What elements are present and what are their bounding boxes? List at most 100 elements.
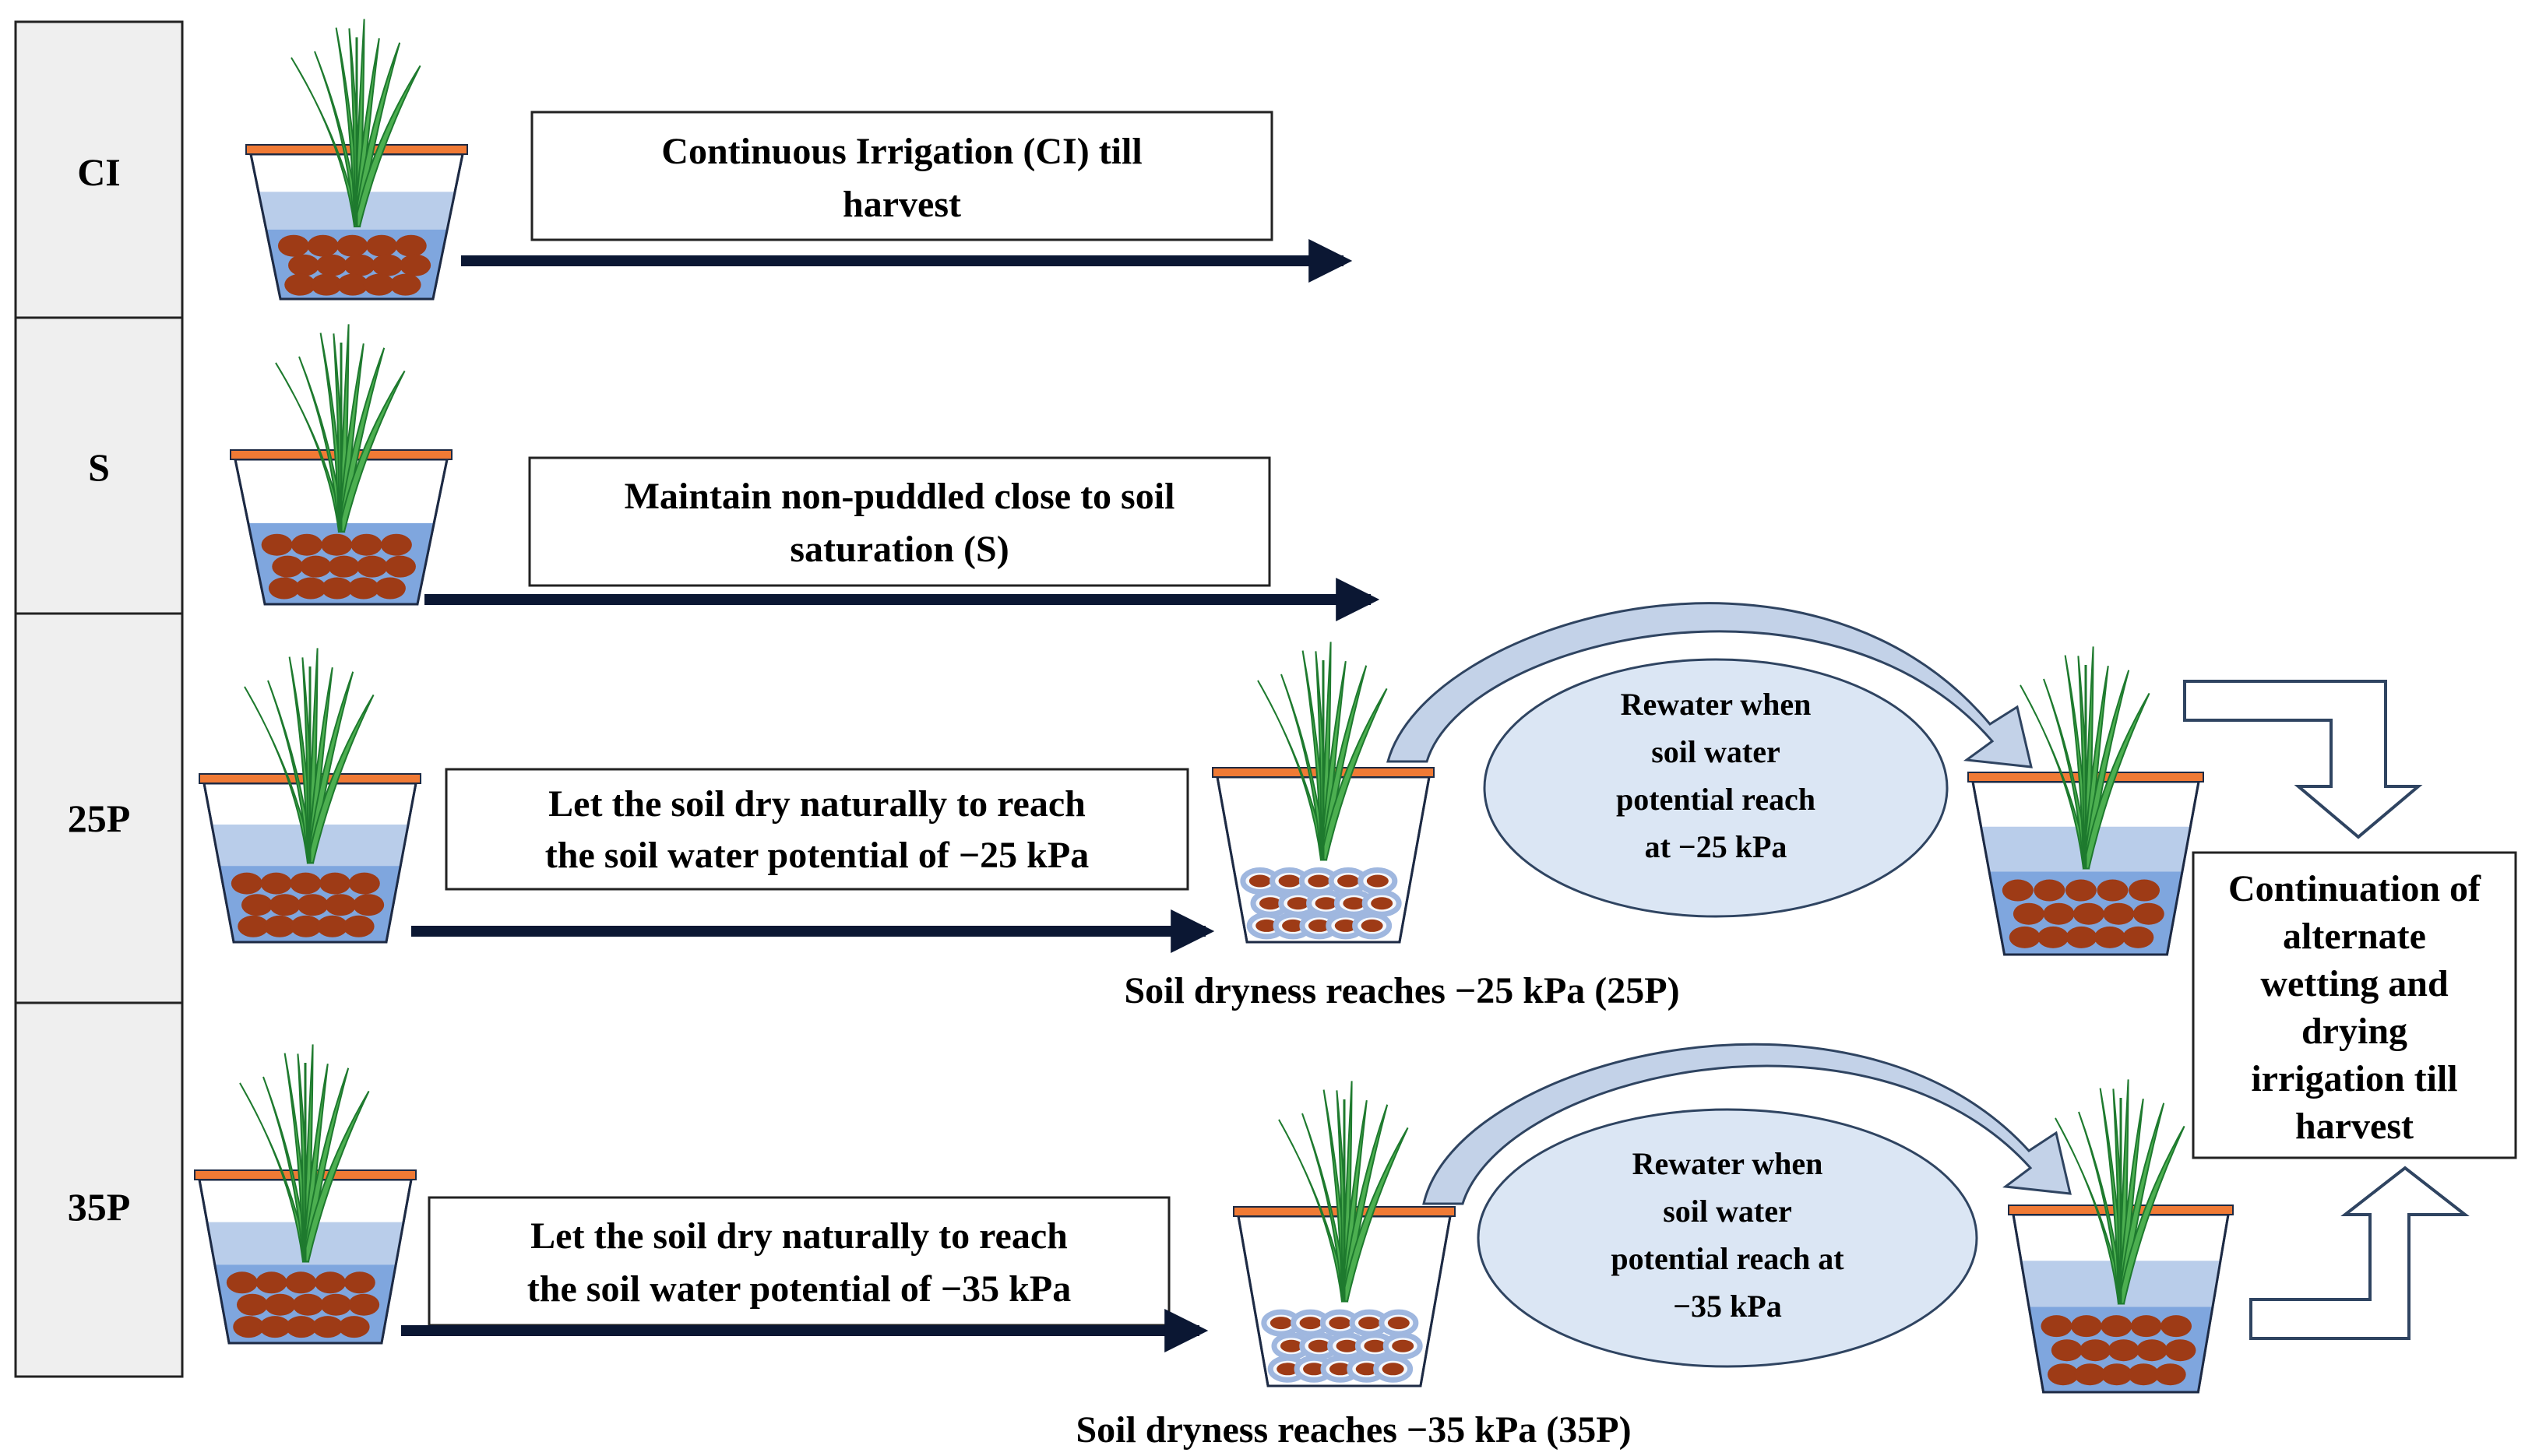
soil-clod — [2128, 1363, 2160, 1386]
soil-clod — [264, 1293, 296, 1316]
final-line-3: wetting and — [2260, 963, 2449, 1004]
dry-soil-clod — [1366, 874, 1389, 888]
soil-clod — [366, 234, 398, 257]
dry-soil-clod — [1299, 1317, 1322, 1330]
final-line-6: harvest — [2295, 1106, 2414, 1147]
soil-clod — [2043, 902, 2075, 925]
p25-rewater-arrow — [1386, 602, 2033, 768]
soil-clod — [2002, 879, 2034, 902]
p25-ellipse-line-1: Rewater when — [1621, 687, 1812, 722]
soil-clod — [389, 273, 421, 296]
row-cell-35p — [14, 1001, 184, 1378]
soil-clod — [2041, 1315, 2072, 1338]
s-description-line-1: Maintain non-puddled close to soil — [625, 476, 1175, 517]
soil-clod — [2097, 879, 2129, 902]
dry-soil-clod — [1278, 874, 1301, 888]
soil-clod — [325, 894, 357, 916]
p35-rewater-arrow — [1422, 1043, 2072, 1205]
rice-leaf — [2117, 1125, 2185, 1305]
soil-clod — [2132, 902, 2164, 925]
soil-clod — [260, 872, 292, 895]
soil-clod — [290, 915, 322, 937]
soil-clod — [312, 1316, 343, 1338]
dry-soil-clod — [1355, 1363, 1378, 1376]
dry-soil-clod — [1259, 897, 1281, 910]
p25-to-final-arrow — [2183, 680, 2423, 839]
rice-leaf — [337, 370, 406, 533]
p35-ellipse-line-2: soil water — [1663, 1194, 1792, 1229]
p25-description-line-1: Let the soil dry naturally to reach — [548, 783, 1086, 825]
final-line-4: drying — [2301, 1011, 2407, 1052]
p35-ellipse-line-3: potential reach at — [1611, 1241, 1844, 1276]
dry-soil-clod — [1329, 1317, 1351, 1330]
soil-clod — [343, 1271, 375, 1294]
dry-soil-clod — [1315, 897, 1337, 910]
step-boxes: Continuous Irrigation (CI) till harvest … — [428, 111, 2517, 1327]
soil-clod — [277, 234, 309, 257]
final-continuation-box — [2192, 851, 2517, 1159]
p25-description-line-2: the soil water potential of −25 kPa — [545, 835, 1089, 876]
dry-soil-clod — [1303, 1363, 1326, 1376]
soil-clod — [2037, 926, 2069, 948]
soil-clod — [2079, 1339, 2111, 1362]
soil-clod — [284, 273, 316, 296]
soil-clod — [238, 915, 269, 937]
soil-clod — [285, 1271, 317, 1294]
dry-soil-clod — [1277, 1363, 1299, 1376]
dry-soil-clod — [1336, 1339, 1358, 1352]
soil-clod — [348, 1293, 380, 1316]
p35-ellipse-line-4: −35 kPa — [1673, 1289, 1781, 1324]
soil-clod — [321, 533, 353, 556]
soil-clod — [2072, 902, 2104, 925]
ci-pot — [245, 19, 468, 301]
soil-clod — [2136, 1339, 2168, 1362]
soil-clod — [241, 894, 273, 916]
rice-leaf — [1340, 1127, 1409, 1303]
rice-leaf — [2082, 692, 2150, 870]
soil-clod — [255, 1271, 287, 1294]
soil-clod — [2108, 1339, 2139, 1362]
soil-clod — [290, 872, 322, 895]
soil-clod — [372, 254, 403, 276]
soil-clod — [316, 915, 348, 937]
soil-clod — [321, 577, 353, 600]
soil-clod — [2065, 926, 2097, 948]
soil-clod — [2130, 1315, 2162, 1338]
p25-ellipse-line-2: soil water — [1651, 734, 1780, 769]
dry-soil-clod — [1364, 1339, 1386, 1352]
soil-clod — [294, 577, 326, 600]
p35-description-box — [428, 1196, 1171, 1327]
final-line-1: Continuation of — [2228, 868, 2481, 909]
soil-clod — [2074, 1363, 2106, 1386]
rice-leaf — [1319, 688, 1388, 861]
soil-clod — [2129, 879, 2160, 902]
dry-soil-clod — [1308, 874, 1330, 888]
dry-soil-clod — [1371, 897, 1393, 910]
soil-clod — [2154, 1363, 2186, 1386]
dry-soil-clod — [1255, 919, 1278, 932]
soil-clod — [231, 872, 262, 895]
soil-clod — [336, 234, 368, 257]
soil-clod — [291, 533, 322, 556]
dry-soil-clod — [1270, 1317, 1292, 1330]
p35-start-pot — [194, 1044, 417, 1345]
soil-clod — [288, 254, 320, 276]
soil-clod — [328, 555, 360, 578]
soil-clod — [363, 273, 395, 296]
soil-clod — [300, 555, 332, 578]
soil-clod — [2051, 1339, 2083, 1362]
p25-dry-pot — [1212, 642, 1435, 944]
rice-leaf — [353, 65, 421, 227]
ci-description-line-2: harvest — [843, 184, 961, 225]
p25-dryness-caption: Soil dryness reaches −25 kPa (25P) — [1124, 970, 1679, 1011]
soil-clod — [2103, 902, 2135, 925]
dry-soil-clod — [1337, 874, 1360, 888]
row-label-s: S — [88, 445, 110, 489]
soil-clod — [236, 1293, 268, 1316]
p25-rewatered-pot — [1967, 646, 2204, 956]
soil-clod — [2047, 1363, 2079, 1386]
soil-clod — [319, 872, 351, 895]
p35-to-final-arrow — [2249, 1166, 2470, 1340]
p25-ellipse-line-4: at −25 kPa — [1645, 829, 1787, 864]
